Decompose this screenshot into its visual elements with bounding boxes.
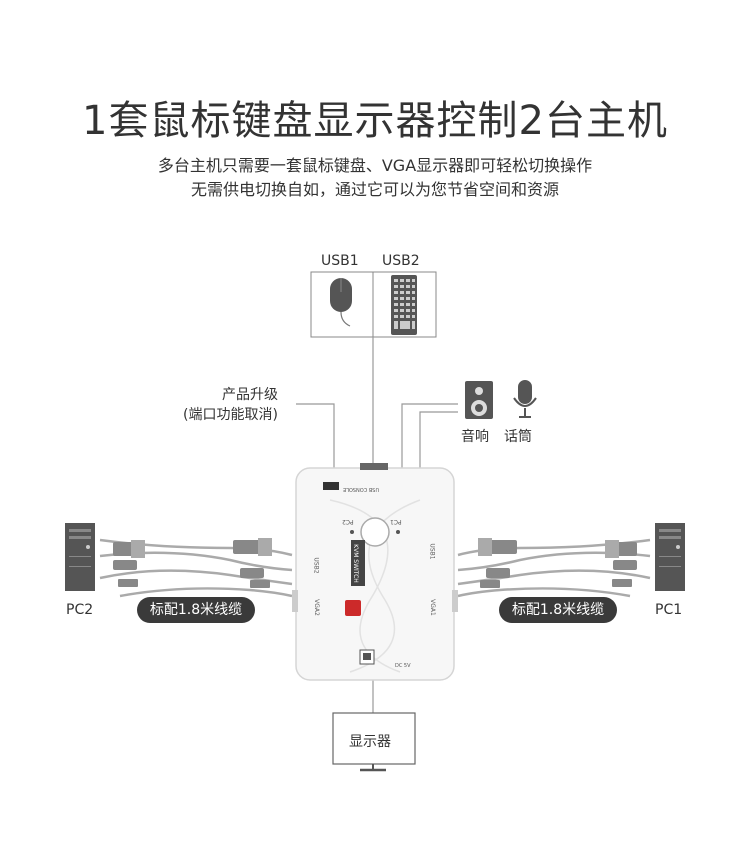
device-brand-label: KVM SWITCH <box>351 544 359 583</box>
connection-lines <box>296 337 458 713</box>
usb2-label: USB2 <box>382 253 420 269</box>
cable-right-badge: 标配1.8米线缆 <box>499 597 617 623</box>
right-vga-connectors <box>478 538 637 588</box>
device-vga1-label: VGA1 <box>428 599 436 616</box>
microphone-label: 话筒 <box>504 429 532 445</box>
subtitle-line-1: 多台主机只需要一套鼠标键盘、VGA显示器即可轻松切换操作 <box>157 156 593 175</box>
pc1-label: PC1 <box>655 602 683 618</box>
port-function-removed-label: (端口功能取消) <box>183 407 278 423</box>
kvm-switch-device <box>292 463 458 681</box>
monitor-icon <box>332 712 416 772</box>
microphone-icon <box>513 380 537 418</box>
cable-left-badge: 标配1.8米线缆 <box>137 597 255 623</box>
speaker-label: 音响 <box>461 429 489 445</box>
page-title: 1套鼠标键盘显示器控制2台主机 <box>82 98 668 144</box>
keyboard-icon <box>391 275 417 335</box>
device-dc-label: DC 5V <box>395 663 411 669</box>
pc2-tower-icon <box>65 523 95 591</box>
pc2-label: PC2 <box>66 602 94 618</box>
device-pc1-label: PC1 <box>390 518 402 525</box>
keyboard-mouse-box <box>310 271 437 338</box>
device-vga2-label: VGA2 <box>312 599 320 616</box>
pc1-tower-icon <box>655 523 685 591</box>
mouse-icon <box>330 278 352 327</box>
left-vga-connectors <box>113 538 272 588</box>
monitor-label: 显示器 <box>349 734 391 750</box>
product-upgrade-label: 产品升级 <box>222 387 278 403</box>
usb1-label: USB1 <box>321 253 359 269</box>
device-usb2-label: USB2 <box>312 557 320 574</box>
device-pc2-label: PC2 <box>342 518 354 525</box>
subtitle-line-2: 无需供电切换自如，通过它可以为您节省空间和资源 <box>190 180 559 199</box>
device-usb-console-label: USB CONSOLE <box>343 486 380 492</box>
device-usb1-label: USB1 <box>428 543 436 560</box>
speaker-icon <box>465 381 493 419</box>
